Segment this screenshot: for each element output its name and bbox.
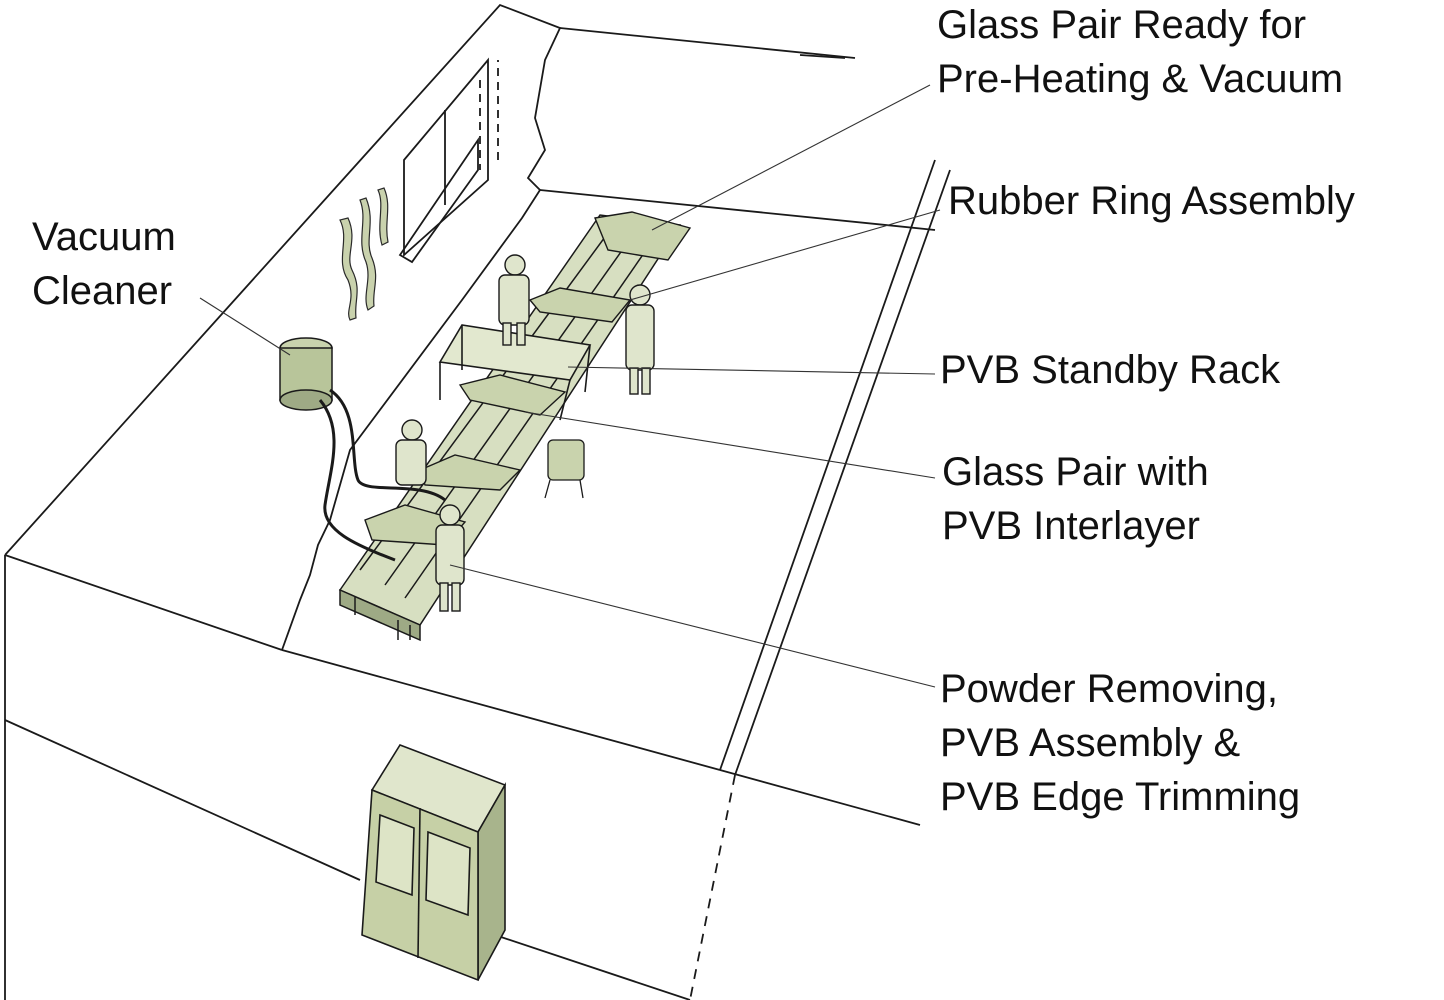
leader-glass-pair-pvb bbox=[524, 411, 936, 479]
label-line: Pre-Heating & Vacuum bbox=[937, 57, 1344, 101]
callout-leader-lines bbox=[199, 84, 941, 688]
worker-figure bbox=[625, 284, 655, 395]
label-line: Glass Pair with bbox=[942, 450, 1209, 494]
leader-glass-pair-ready bbox=[651, 84, 931, 231]
label-line: Rubber Ring Assembly bbox=[948, 179, 1355, 223]
worker-figure bbox=[435, 504, 465, 612]
leader-powder-removing bbox=[449, 564, 936, 688]
worker-figure bbox=[498, 254, 530, 346]
pvb-sheet bbox=[458, 374, 567, 416]
leader-vacuum-cleaner bbox=[199, 297, 291, 356]
workers bbox=[395, 254, 655, 612]
label-line: Glass Pair Ready for bbox=[937, 3, 1307, 47]
label-glass-pair-pvb: Glass Pair with PVB Interlayer bbox=[942, 445, 1209, 553]
leader-rubber-ring bbox=[629, 209, 941, 301]
label-line: PVB Standby Rack bbox=[940, 348, 1281, 392]
label-glass-pair-ready: Glass Pair Ready for Pre-Heating & Vacuu… bbox=[937, 0, 1343, 106]
label-line: Powder Removing, bbox=[940, 667, 1278, 711]
worker-figure bbox=[395, 419, 427, 486]
vacuum-cleaner-icon bbox=[279, 337, 446, 562]
label-powder-removing: Powder Removing, PVB Assembly & PVB Edge… bbox=[940, 662, 1300, 824]
label-line: PVB Interlayer bbox=[942, 504, 1200, 548]
label-line: Cleaner bbox=[32, 269, 173, 313]
label-rubber-ring: Rubber Ring Assembly bbox=[948, 174, 1355, 228]
glass-pair-ready-sheet bbox=[594, 211, 692, 261]
label-vacuum-cleaner: Vacuum Cleaner bbox=[32, 210, 176, 318]
pvb-standby-rack bbox=[438, 324, 592, 421]
leader-pvb-rack bbox=[567, 366, 936, 375]
pass-through-door bbox=[361, 744, 507, 982]
hanging-cloth-icon bbox=[339, 187, 389, 321]
rubber-ring-sheet bbox=[528, 287, 632, 323]
label-line: PVB Edge Trimming bbox=[940, 775, 1301, 819]
room-structure bbox=[4, 3, 951, 1000]
label-line: PVB Assembly & bbox=[940, 721, 1241, 765]
trolley-icon bbox=[544, 439, 585, 499]
label-pvb-rack: PVB Standby Rack bbox=[940, 343, 1280, 397]
label-line: Vacuum bbox=[32, 215, 176, 259]
